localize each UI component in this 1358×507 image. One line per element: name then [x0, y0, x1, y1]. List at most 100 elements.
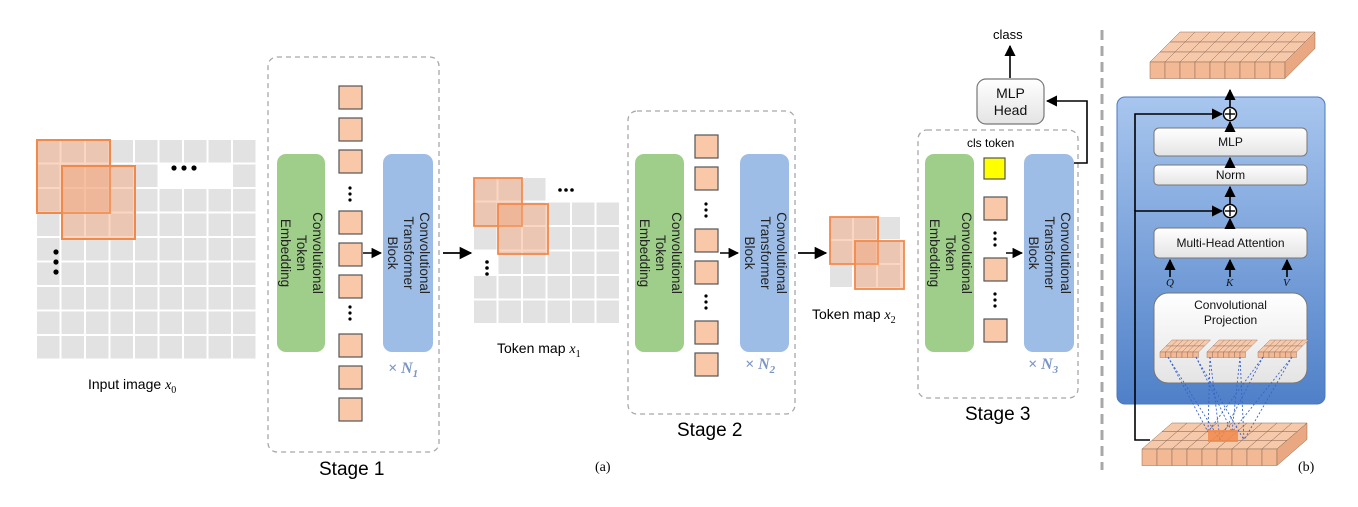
- token-square: [983, 257, 1008, 282]
- grid-cell: [830, 217, 852, 239]
- grid-cell: [523, 178, 546, 201]
- grid-cell: [86, 311, 109, 334]
- mini-slab-cell: [1176, 351, 1183, 358]
- projection-lines: [1167, 356, 1293, 441]
- grid-cell: [86, 238, 109, 261]
- token-square: [338, 149, 363, 174]
- cls-token: [983, 157, 1006, 180]
- grid-cell: [184, 140, 207, 163]
- grid-cell: [110, 262, 133, 285]
- ellipsis-dot: [704, 306, 708, 310]
- mini-slab-cell: [1192, 351, 1199, 358]
- slab-cell: [1209, 61, 1226, 79]
- stage1-label: Stage 1: [319, 459, 385, 480]
- projection-kernel-highlight: [1208, 430, 1238, 442]
- mini-slab-cell: [1165, 351, 1172, 358]
- grid-cell: [474, 300, 497, 323]
- grid-cell: [61, 189, 84, 212]
- projection-slabs: [1159, 339, 1309, 358]
- slab-side: [1284, 31, 1316, 80]
- token-square: [694, 228, 719, 253]
- mlp-head-box: [976, 78, 1045, 125]
- grid-cell: [110, 287, 133, 310]
- slab-cell: [1179, 61, 1196, 79]
- token-square: [338, 365, 363, 390]
- grid-cell: [208, 287, 231, 310]
- token-square: [338, 117, 363, 142]
- mini-slab-cell: [1290, 351, 1297, 358]
- mini-slab-cell: [1217, 351, 1224, 358]
- grid-cell: [159, 287, 182, 310]
- grid-cell: [110, 213, 133, 236]
- grid-cell: [233, 213, 256, 236]
- stage2-token-column: [694, 134, 719, 377]
- grid-cell: [547, 227, 570, 250]
- slab-cell: [1216, 448, 1233, 466]
- grid-cell: [878, 217, 900, 239]
- grid-cell: [878, 265, 900, 287]
- mini-slab-cell: [1159, 351, 1166, 358]
- grid-cell: [208, 189, 231, 212]
- stage3-label: Stage 3: [965, 404, 1031, 425]
- stage3-transformer-block: [1024, 154, 1074, 352]
- token-square: [694, 352, 719, 377]
- grid-cell: [208, 140, 231, 163]
- grid-cell: [110, 189, 133, 212]
- ellipsis-dot: [704, 294, 708, 298]
- input-image-caption: Input image x0: [88, 376, 176, 396]
- grid-cell: [37, 262, 60, 285]
- grid-cell: [159, 336, 182, 359]
- grid-cell: [854, 241, 876, 263]
- grid-cell: [37, 213, 60, 236]
- grid-cell: [572, 300, 595, 323]
- token-square: [338, 333, 363, 358]
- mult-sub: 1: [412, 368, 419, 381]
- grid-cell: [135, 311, 158, 334]
- slab-side: [1276, 422, 1308, 467]
- token-map2-grid: [830, 217, 900, 287]
- ellipsis-dot: [704, 214, 708, 218]
- mini-slab-cell: [1206, 351, 1213, 358]
- grid-cell: [37, 336, 60, 359]
- grid-cell: [184, 213, 207, 236]
- caption-sub: 1: [575, 348, 581, 360]
- grid-cell: [523, 276, 546, 299]
- caption-text: Token map: [497, 340, 570, 356]
- grid-cell: [208, 311, 231, 334]
- grid-cell: [61, 311, 84, 334]
- grid-cell: [523, 300, 546, 323]
- mini-slab-cell: [1170, 351, 1177, 358]
- grid-cell: [854, 265, 876, 287]
- grid-cell: [572, 251, 595, 274]
- grid-cell: [159, 238, 182, 261]
- mini-slab-cell: [1274, 351, 1281, 358]
- token-square: [338, 397, 363, 422]
- grid-cell: [184, 336, 207, 359]
- block-line2: Transformer Block: [1026, 216, 1057, 290]
- token-square: [338, 242, 363, 267]
- proj-line2: Projection: [1203, 313, 1258, 327]
- ellipsis-dot: [993, 243, 997, 247]
- grid-cell: [184, 287, 207, 310]
- grid-cell: [233, 262, 256, 285]
- grid-cell: [86, 262, 109, 285]
- grid-cell: [86, 189, 109, 212]
- input-image-grid: [37, 140, 256, 359]
- grid-cell: [110, 164, 133, 187]
- grid-cell: [596, 202, 619, 225]
- grid-cell: [135, 262, 158, 285]
- grid-cell: [233, 140, 256, 163]
- ellipsis-dot: [993, 237, 997, 241]
- slab-cell: [1149, 61, 1166, 79]
- grid-cell: [830, 241, 852, 263]
- grid-cell: [830, 265, 852, 287]
- grid-cell: [474, 276, 497, 299]
- grid-cell: [523, 227, 546, 250]
- slab-cell: [1156, 448, 1173, 466]
- grid-cell: [547, 300, 570, 323]
- grid-cell: [498, 178, 521, 201]
- stage3-token-column: [983, 196, 1008, 343]
